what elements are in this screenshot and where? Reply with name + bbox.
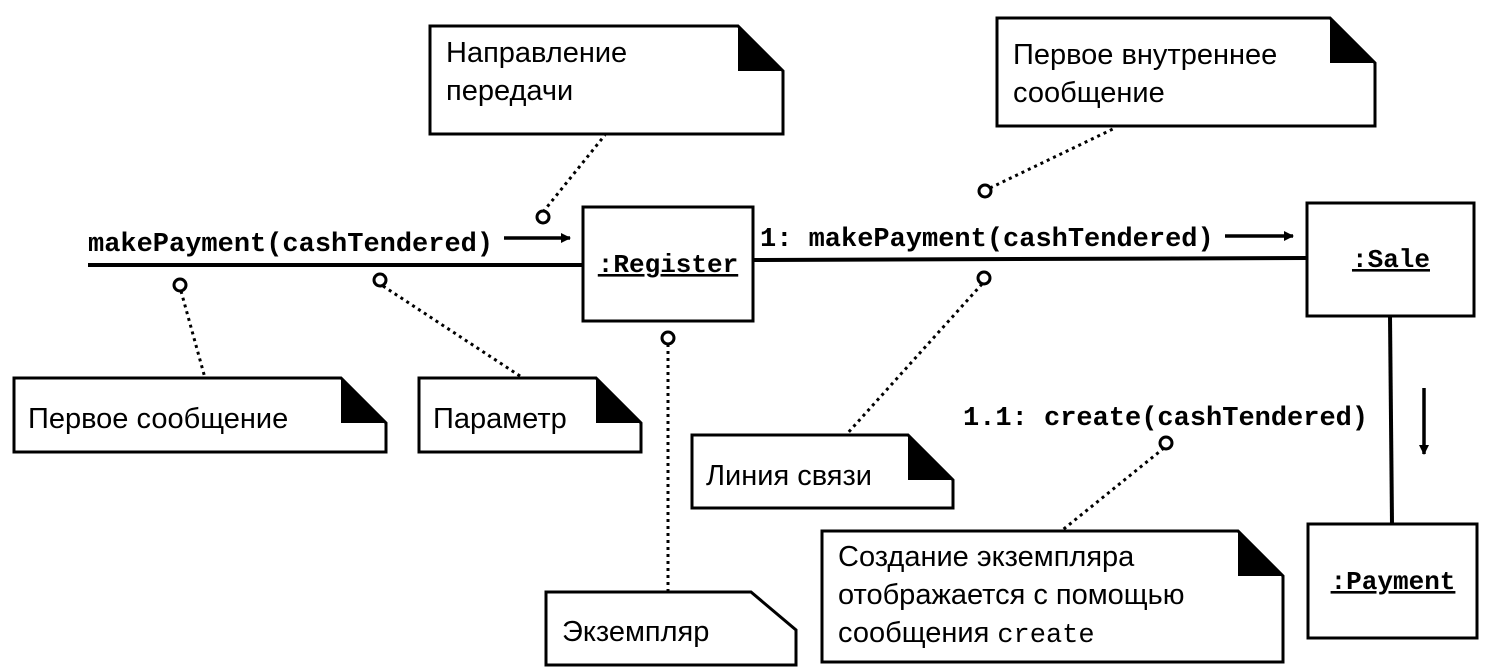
anchor-circle-link	[976, 270, 992, 286]
register-object-label: :Register	[598, 250, 738, 280]
register-object[interactable]: :Register	[581, 205, 755, 323]
anchor-circle-parameter	[372, 272, 388, 288]
register-sale-link	[752, 256, 1308, 262]
note-parameter-text: Параметр	[433, 403, 567, 435]
anchor-circle-instance	[660, 330, 676, 346]
note-first-internal: Первое внутреннее сообщение	[995, 16, 1377, 128]
internal-message-label: 1: makePayment(cashTendered)	[760, 225, 1214, 255]
anchor-lines	[179, 126, 1165, 592]
note-first-message-text: Первое сообщение	[28, 403, 288, 435]
note-direction-line-2: передачи	[446, 75, 573, 107]
note-creation-line-2: отображается с помощью	[838, 579, 1185, 611]
note-direction-line-1: Направление	[446, 37, 627, 69]
anchor-direction	[541, 134, 607, 213]
note-creation-keyword: create	[997, 621, 1094, 651]
note-first-message: Первое сообщение	[12, 376, 388, 454]
anchor-first-internal	[989, 126, 1116, 190]
svg-text:Направление передачи: Направление передачи	[446, 37, 635, 107]
anchor-circle-first-internal	[977, 183, 993, 199]
note-instance-text: Экземпляр	[562, 616, 709, 648]
note-creation: Создание экземпляра отображается с помощ…	[820, 529, 1285, 664]
payment-object-label: :Payment	[1331, 567, 1456, 597]
note-first-internal-line-1: Первое внутреннее	[1013, 39, 1277, 71]
note-first-internal-line-2: сообщение	[1013, 77, 1165, 109]
anchor-first-message	[179, 290, 207, 379]
anchor-parameter	[382, 284, 524, 380]
anchor-link	[844, 282, 984, 437]
anchor-circle-creation	[1158, 435, 1174, 451]
note-creation-line-3: сообщения	[838, 617, 997, 649]
note-instance: Экземпляр	[544, 590, 798, 667]
anchor-circle-direction	[535, 209, 551, 225]
first-message-label: makePayment(cashTendered)	[88, 230, 493, 260]
note-link-text: Линия связи	[706, 460, 872, 492]
create-message-label: 1.1: create(cashTendered)	[963, 404, 1368, 434]
anchor-creation	[1059, 446, 1165, 534]
note-creation-line-1: Создание экземпляра	[838, 541, 1135, 573]
sale-object-label: :Sale	[1352, 245, 1430, 275]
anchor-circles	[172, 183, 1174, 451]
note-direction: Направление передачи	[428, 24, 785, 136]
note-parameter: Параметр	[417, 376, 643, 454]
payment-object[interactable]: :Payment	[1306, 522, 1479, 640]
sale-object[interactable]: :Sale	[1305, 201, 1476, 318]
note-link: Линия связи	[690, 433, 955, 510]
sale-payment-link	[1388, 315, 1394, 525]
anchor-circle-first-message	[172, 277, 188, 293]
svg-text:Первое внутреннее сообще: Первое внутреннее сообщение	[1013, 39, 1285, 109]
svg-text:Создание экземпляра отоб: Создание экземпляра отображается с помощ…	[838, 541, 1193, 651]
